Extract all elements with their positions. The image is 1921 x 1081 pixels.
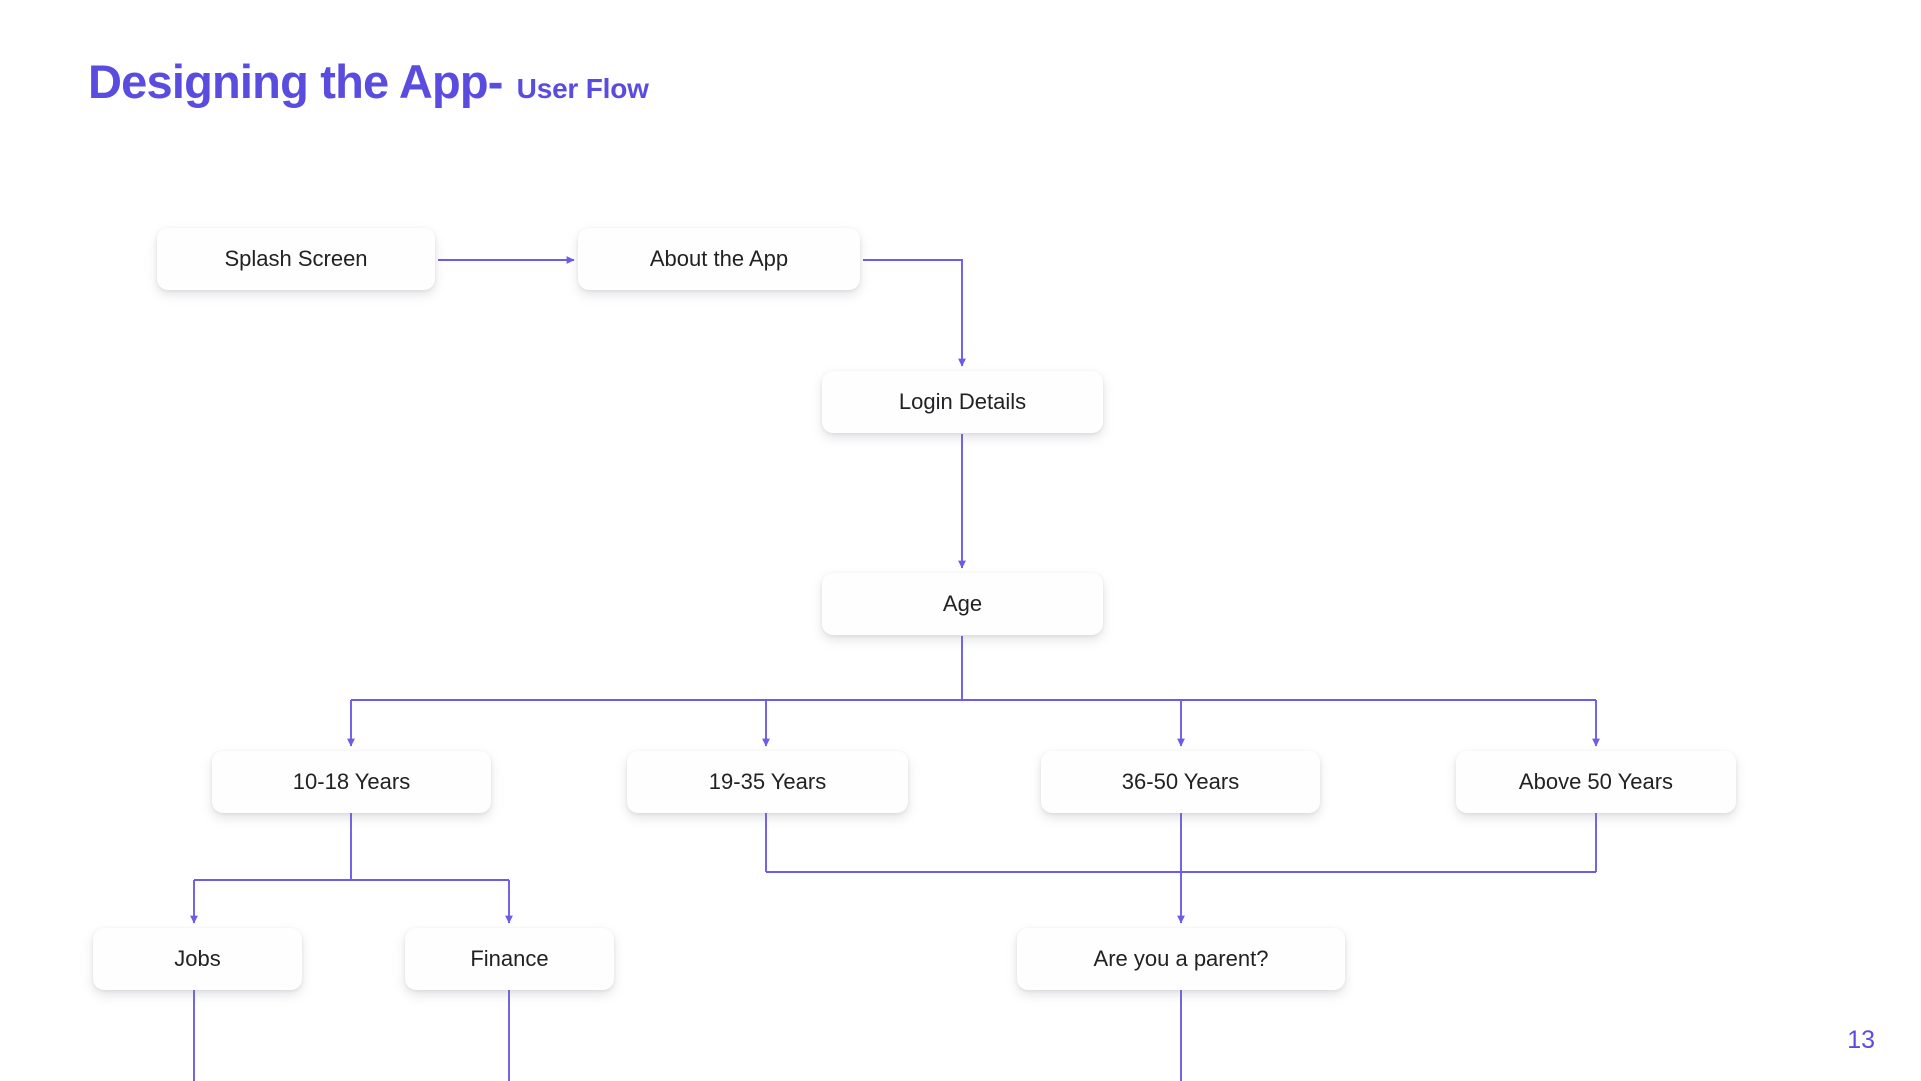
flow-node-label: Age: [942, 591, 983, 616]
flow-node-label: 19-35 Years: [708, 769, 827, 794]
flow-node-age-above-50[interactable]: Above 50 Years: [1456, 751, 1736, 813]
flow-node-splash-screen[interactable]: Splash Screen: [157, 228, 435, 290]
flow-node-label: Are you a parent?: [1093, 946, 1269, 971]
flow-node-label: 36-50 Years: [1121, 769, 1240, 794]
edge-about-to-login: [863, 259, 966, 367]
flow-node-label: Jobs: [174, 946, 221, 971]
title-subtitle-text: User Flow: [516, 73, 649, 104]
flow-node-label: About the App: [649, 246, 789, 271]
flow-node-login-details[interactable]: Login Details: [822, 371, 1103, 433]
flow-node-label: Finance: [470, 946, 549, 971]
flow-node-label: Login Details: [898, 389, 1027, 414]
page-number: 13: [1847, 1026, 1875, 1054]
flow-node-finance[interactable]: Finance: [405, 928, 614, 990]
title-main-text: Designing the App-: [88, 55, 503, 108]
flow-node-age[interactable]: Age: [822, 573, 1103, 635]
flow-node-label: 10-18 Years: [292, 769, 411, 794]
flow-node-label: Above 50 Years: [1518, 769, 1674, 794]
page-title: Designing the App- User Flow: [88, 58, 649, 105]
flow-node-age-10-18[interactable]: 10-18 Years: [212, 751, 491, 813]
flow-node-age-36-50[interactable]: 36-50 Years: [1041, 751, 1320, 813]
flow-node-about-the-app[interactable]: About the App: [578, 228, 860, 290]
flow-node-age-19-35[interactable]: 19-35 Years: [627, 751, 908, 813]
flow-node-are-you-a-parent[interactable]: Are you a parent?: [1017, 928, 1345, 990]
flow-node-jobs[interactable]: Jobs: [93, 928, 302, 990]
flow-node-label: Splash Screen: [224, 246, 368, 271]
